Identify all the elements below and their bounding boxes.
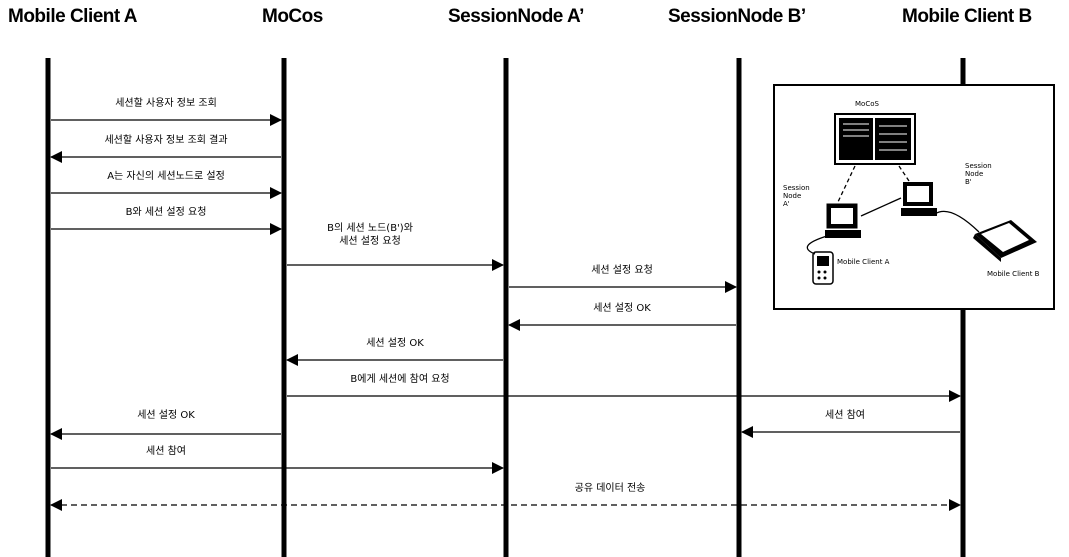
inset-label-client-a: Mobile Client A [837,258,889,266]
server-icon [835,114,915,164]
mobile-client-a-device-icon [813,252,833,284]
topology-inset: MoCoS Session Node A' Session Node B' Mo… [773,84,1055,310]
message-label: A는 자신의 세션노드로 설정 [107,170,225,183]
inset-label-client-b: Mobile Client B [987,270,1039,278]
inset-label-mocos: MoCoS [855,100,879,108]
inset-label-node-b: Session Node B' [965,162,992,186]
session-node-a-computer-icon [825,204,861,238]
session-node-b-computer-icon [901,182,937,216]
message-label: 세션할 사용자 정보 조회 결과 [104,134,227,147]
mobile-client-b-device-icon [973,220,1037,262]
message-label: 세션 설정 OK [137,409,195,422]
message-label: 세션 설정 요청 [591,264,653,277]
message-label: 세션 참여 [146,445,186,458]
message-label: 세션 설정 OK [366,337,424,350]
message-label: 공유 데이터 전송 [575,482,646,495]
message-label: B에게 세션에 참여 요청 [350,373,449,386]
message-label: B의 세션 노드(B')와 세션 설정 요청 [327,222,413,248]
message-label: 세션 설정 OK [593,302,651,315]
message-label: 세션할 사용자 정보 조회 [115,97,217,110]
message-label: 세션 참여 [825,409,865,422]
message-label: B와 세션 설정 요청 [126,206,207,219]
inset-label-node-a: Session Node A' [783,184,810,208]
